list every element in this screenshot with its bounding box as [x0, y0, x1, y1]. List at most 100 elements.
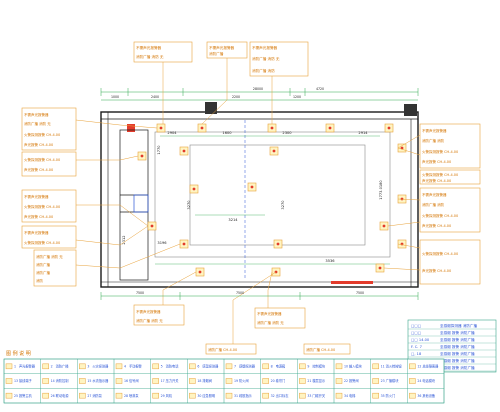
legend-number: 25 — [14, 394, 18, 398]
notes-code: □□□ — [411, 331, 421, 335]
legend-label: 报警主机 — [19, 393, 33, 398]
legend-label: 喷淋泵 — [129, 393, 139, 398]
legend-symbol-icon — [335, 363, 343, 370]
notes-text: 至感烟 报警 消防广播 — [440, 358, 475, 363]
device-detector — [269, 146, 279, 156]
legend-label: 信号阀 — [129, 378, 139, 383]
legend-label: 消防电话 — [166, 364, 180, 369]
column-top-left — [205, 102, 217, 114]
legend-label: 疏散指示 — [239, 393, 252, 398]
device-detector — [375, 263, 385, 273]
callout-left-c: 不需声光报警器 火警探测报警 CH-4.00 声光报警 CH-4.00 — [21, 189, 77, 223]
stair-marker — [127, 124, 135, 132]
callout-left-d: 不需声光报警器 火警探测报警 CH-4.00 — [21, 225, 77, 249]
callout-text: 消防广播 — [36, 270, 50, 275]
callout-text: 火警探测报警 CH-4.00 — [24, 132, 60, 137]
callout-text: 火警探测报警 CH-4.00 — [422, 149, 458, 154]
legend-cell — [407, 388, 445, 404]
callout-top-right: 不需声光报警器 消防广播 消防 无 消防广播 消防 — [249, 41, 309, 77]
legend-label: 控制模块 — [312, 364, 326, 369]
legend-label: 广播模块 — [386, 378, 400, 383]
legend-number: 17 — [161, 379, 165, 383]
legend-number: 13 — [14, 379, 18, 383]
building-walls — [100, 111, 419, 288]
dim-top-far-right: 4720 — [316, 87, 324, 91]
device-detector — [195, 267, 205, 277]
legend-number: 29 — [161, 394, 165, 398]
callout-text: 消防广播 消防 无 — [136, 54, 164, 59]
callout-text: 声光报警 CH-4.00 — [24, 167, 53, 172]
legend-label: 输入模块 — [349, 364, 363, 369]
legend-label: 出口标志 — [276, 393, 290, 398]
legend-symbol-icon — [42, 378, 49, 384]
dim-inner-vert-a: 3270 — [187, 200, 191, 210]
device-detector — [147, 221, 157, 231]
legend-label: 接线端子 — [19, 378, 33, 383]
callout-text: 不需声光报警器 — [136, 309, 161, 314]
callout-text: 消防广播 消防 无 — [257, 320, 284, 325]
callout-text: 消防广播 消防 无 — [24, 121, 51, 126]
legend-number: 33 — [307, 394, 311, 398]
legend-symbol-icon — [299, 363, 306, 370]
callout-text: 消防广播 CH-4.00 — [208, 347, 237, 352]
legend-label: 门磁开关 — [312, 393, 326, 398]
legend-symbol-icon — [372, 378, 379, 384]
callout-text: 不需声光报警器 — [422, 128, 447, 133]
legend-symbol-icon — [152, 392, 159, 399]
legend-number: 14 — [51, 379, 55, 383]
legend-number: 19 — [234, 379, 238, 383]
callout-text: 不需声光报警器 — [24, 230, 49, 235]
callout-text: 声光报警 CH-4.00 — [422, 223, 451, 228]
legend-symbol-icon — [225, 378, 233, 384]
bottom-dimension-chain — [100, 292, 419, 300]
callout-text: 不需声光报警器 — [209, 45, 235, 50]
legend-symbol-icon — [5, 392, 13, 399]
dim-left-vert: 1770 — [157, 145, 161, 155]
legend-symbol-icon — [79, 392, 86, 399]
legend-symbol-icon — [335, 378, 343, 384]
callout-text: 消防广播 消防 无 — [136, 318, 163, 323]
legend-number: 12 — [417, 365, 421, 369]
dim-bottom-right: 7500 — [356, 291, 364, 295]
legend-symbol-icon — [152, 363, 159, 370]
legend-symbol-icon — [42, 363, 49, 370]
dim-inner-vert-b: 3270 — [281, 200, 285, 210]
dim-inner-d: 2914 — [358, 131, 368, 135]
legend-label: 风机 — [166, 393, 173, 398]
dim-inner-a: 2904 — [167, 131, 177, 135]
callout-text: 火警探测报警 CH-4.00 — [24, 204, 60, 209]
legend-label: 感温探测器 — [202, 364, 219, 369]
callout-top-left: 不需声光报警器 消防广播 消防 无 — [133, 41, 193, 63]
legend-symbol-icon — [299, 378, 306, 384]
legend-number: 31 — [234, 394, 238, 398]
notes-text: 至感烟 报警 消防广播 — [440, 337, 475, 342]
callout-text: 消防广播 CH-4.00 — [306, 347, 335, 352]
dim-right-vert: 1773.0180 — [379, 180, 383, 200]
top-dimension-chain — [100, 88, 419, 101]
legend-symbol-icon — [115, 378, 123, 384]
legend-symbol-icon — [335, 392, 343, 399]
legend-symbol-icon — [115, 392, 123, 399]
legend-number: 23 — [381, 379, 385, 383]
legend-symbol-icon — [299, 392, 306, 399]
legend-label: 防火门 — [386, 393, 396, 398]
legend-label: 感烟探测器 — [239, 364, 256, 369]
notes-text: 至感烟 报警 消防广播 — [440, 330, 475, 335]
legend-symbol-icon — [409, 363, 416, 370]
legend-label: 消防广播 — [56, 364, 70, 369]
legend-number: 7 — [234, 365, 236, 369]
notes-code: □□ 14.00 — [411, 338, 430, 342]
legend-symbol-icon — [189, 392, 196, 399]
device-detector — [397, 143, 407, 153]
dim-inner-b: 1600 — [222, 131, 232, 135]
callout-text: 火警探测报警 CH-4.00 — [422, 251, 458, 256]
legend-label: 防火阀 — [239, 378, 249, 383]
legend-title: 图 例 说 明 — [6, 350, 31, 357]
legend-number: 20 — [271, 379, 275, 383]
legend-number: 35 — [381, 394, 385, 398]
legend-number: 32 — [271, 394, 275, 398]
device-detector — [325, 123, 335, 133]
device-detector — [247, 182, 257, 192]
legend-label: 消防控制 — [56, 378, 69, 383]
